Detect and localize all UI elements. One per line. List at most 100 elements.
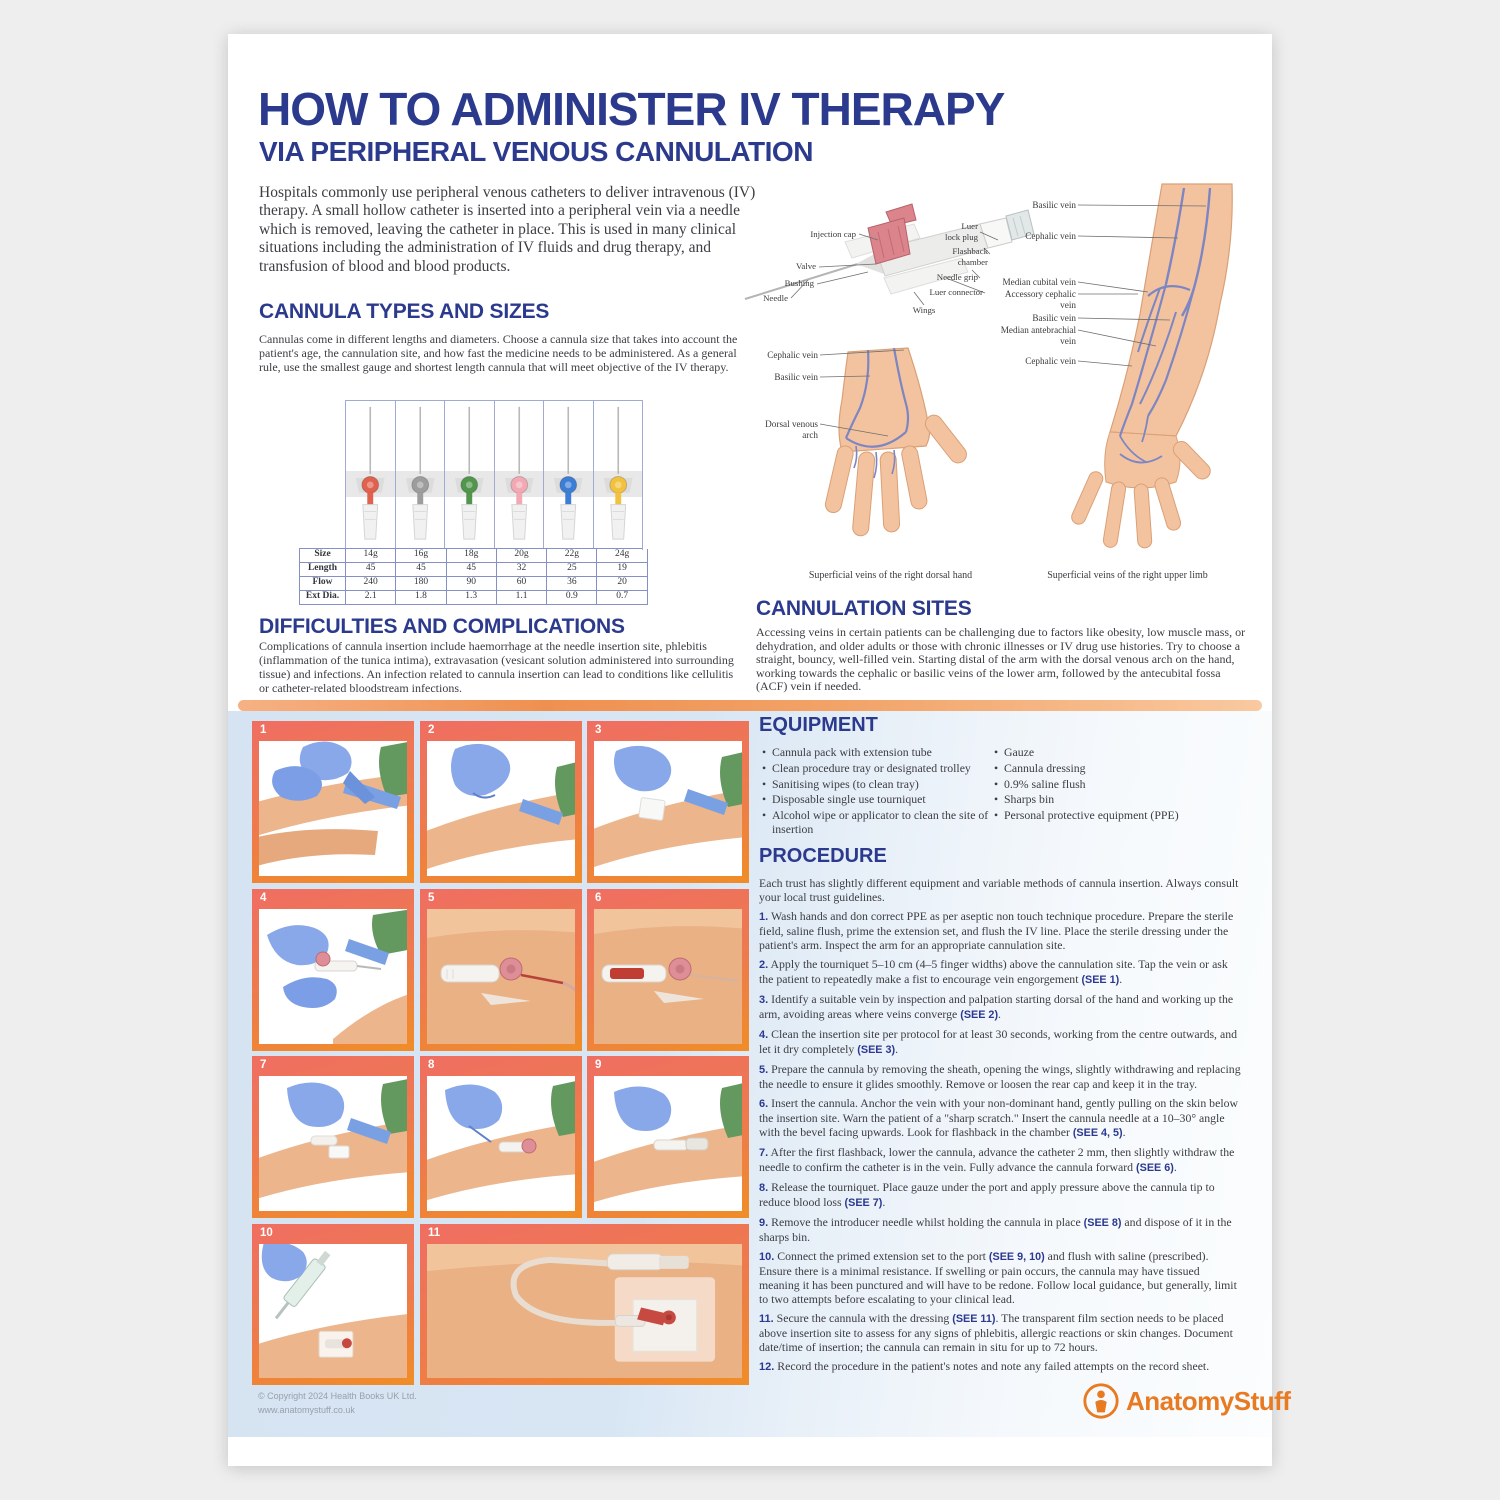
cannula-illustration <box>445 401 495 549</box>
procedure-step: 10. Connect the primed extension set to … <box>759 1248 1237 1307</box>
equipment-item: Clean procedure tray or designated troll… <box>761 761 993 775</box>
table-cell: 240 <box>346 577 397 591</box>
step-number: 3. <box>759 994 769 1007</box>
diagram-label: Basilic vein <box>1032 313 1076 323</box>
step-number: 6. <box>759 1098 769 1111</box>
table-cell: 0.9 <box>547 591 598 605</box>
plug-ridge <box>1012 217 1019 237</box>
diagram-label: vein <box>1060 300 1076 310</box>
panel-illustration <box>594 1076 742 1211</box>
vein-branch <box>1141 415 1149 443</box>
equipment-item: Cannula dressing <box>993 761 1251 775</box>
table-cell: 32 <box>496 563 548 577</box>
step-number: 8. <box>759 1181 769 1194</box>
step-number: 11. <box>759 1313 774 1326</box>
dorsal-arch-line <box>845 431 907 448</box>
equipment-item: Sanitising wipes (to clean tray) <box>761 777 993 791</box>
diagram-label: Injection cap <box>810 229 856 239</box>
equipment-list-left: Cannula pack with extension tubeClean pr… <box>761 745 993 838</box>
finger <box>824 445 854 514</box>
finger <box>1133 483 1153 549</box>
table-cell: 25 <box>547 563 598 577</box>
equipment-item: Alcohol wipe or applicator to clean the … <box>761 809 993 836</box>
table-cell: 24g <box>597 549 648 563</box>
thumb <box>924 414 967 464</box>
diagram-label: Valve <box>796 261 816 271</box>
accessory-cephalic-line <box>1137 287 1161 353</box>
cannulation-sites-paragraph: Accessing veins in certain patients can … <box>756 625 1246 694</box>
panel-number: 8 <box>428 1059 435 1071</box>
finger <box>1154 477 1182 531</box>
panel-illustration <box>594 909 742 1044</box>
table-cell: 90 <box>446 577 497 591</box>
table-cell: 2.1 <box>346 591 397 605</box>
website-url: www.anatomystuff.co.uk <box>258 1404 355 1415</box>
panel-number: 11 <box>428 1227 441 1239</box>
label-leader-line <box>819 423 889 437</box>
equipment-item: Gauze <box>993 745 1251 759</box>
vein-branch <box>1119 453 1163 464</box>
finger <box>1102 481 1127 548</box>
diagram-label: Needle <box>763 293 788 303</box>
poster: HOW TO ADMINISTER IV THERAPY VIA PERIPHE… <box>228 34 1291 1466</box>
diagram-label: Cephalic vein <box>1025 356 1076 366</box>
intro-paragraph: Hospitals commonly use peripheral venous… <box>259 184 756 275</box>
cannula-device-illustration: Injection capValveBushingNeedleWingsLuer… <box>744 203 1035 315</box>
table-cell: 0.7 <box>597 591 648 605</box>
copyright-line: © Copyright 2024 Health Books UK Ltd. <box>258 1391 417 1401</box>
step-number: 1. <box>759 911 769 924</box>
label-leader-line <box>945 277 986 294</box>
equipment-item: Personal protective equipment (PPE) <box>993 808 1251 822</box>
cephalic-lower-line <box>1118 283 1168 437</box>
page-title: HOW TO ADMINISTER IV THERAPY <box>258 83 1005 135</box>
equipment-item: Sharps bin <box>993 793 1251 807</box>
diagram-label: Dorsal venous <box>765 419 818 429</box>
photo-panel: 8 <box>420 1056 582 1218</box>
procedure-step: 2. Apply the tourniquet 5–10 cm (4–5 fin… <box>759 957 1228 987</box>
label-leader-line <box>979 231 999 241</box>
median-cubital-line <box>1147 285 1191 297</box>
step-number: 10. <box>759 1250 775 1263</box>
section-heading-cannulation-sites: CANNULATION SITES <box>756 597 972 620</box>
table-cell: 22g <box>547 549 598 563</box>
step-number: 4. <box>759 1029 769 1042</box>
see-reference: (SEE 8) <box>1083 1216 1122 1229</box>
table-cell: 60 <box>496 577 548 591</box>
label-leader-line <box>818 263 877 268</box>
diagram-label: Cephalic vein <box>1025 231 1076 241</box>
table-cell: 36 <box>547 577 598 591</box>
table-cell: 1.1 <box>496 591 548 605</box>
diagram-label: chamber <box>958 257 988 267</box>
procedure-step: 6. Insert the cannula. Anchor the vein w… <box>759 1096 1239 1140</box>
procedure-step: 12. Record the procedure in the patient'… <box>759 1359 1210 1374</box>
procedure-step: 8. Release the tourniquet. Place gauze u… <box>759 1179 1215 1210</box>
diagram-label: Accessory cephalic <box>1005 289 1076 299</box>
luer-plug-shape <box>1005 209 1035 241</box>
section-heading-equipment: EQUIPMENT <box>759 714 878 736</box>
table-cell: 1.3 <box>446 591 497 605</box>
vein-branch <box>1119 435 1147 463</box>
finger <box>901 445 928 510</box>
cap-ridge <box>887 228 895 256</box>
panel-illustration <box>259 909 407 1044</box>
basilic-vein-line <box>844 349 870 439</box>
table-cell: 45 <box>346 563 397 577</box>
median-antebrachial-line <box>1139 311 1177 405</box>
label-leader-line <box>819 375 871 378</box>
see-reference: (SEE 11) <box>952 1313 996 1326</box>
vein-branch <box>853 445 858 469</box>
procedure-step: 5. Prepare the cannula by removing the s… <box>759 1061 1241 1092</box>
photo-panel: 11 <box>420 1224 749 1385</box>
forearm <box>1109 183 1233 437</box>
label-leader-line <box>1077 235 1179 239</box>
injection-cap-shape <box>867 217 911 265</box>
finger <box>879 451 901 533</box>
difficulties-paragraph: Complications of cannula insertion inclu… <box>259 639 734 695</box>
panel-number: 7 <box>260 1059 267 1071</box>
vein-branch <box>891 449 896 475</box>
diagram-label: Median cubital vein <box>1003 277 1077 287</box>
step-number: 2. <box>759 959 769 972</box>
